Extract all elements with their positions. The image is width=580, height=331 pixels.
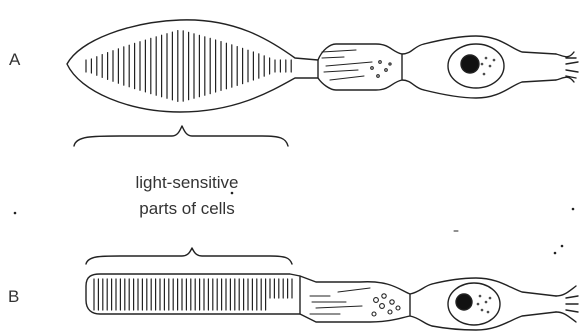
cell-a-disc-stack: [86, 31, 291, 102]
cell-a-nucleus: [461, 55, 479, 73]
cell-a-inner-segment: [318, 44, 402, 90]
cell-b-synaptic-terminal: [556, 286, 578, 322]
cell-b: [86, 274, 578, 330]
bracket-b: [86, 248, 292, 264]
cell-b-nucleus: [456, 294, 472, 310]
scan-specks: [14, 192, 574, 254]
cell-a-organelles: [322, 50, 391, 80]
cell-a-synaptic-terminal: [556, 52, 578, 82]
cell-b-inner-segment: [300, 276, 410, 322]
cell-b-outer-segment: [86, 274, 300, 314]
cell-a: [67, 20, 578, 112]
cell-b-organelles: [310, 288, 400, 316]
cell-b-cell-body: [432, 278, 556, 330]
cell-b-disc-stack: [94, 279, 292, 310]
bracket-a: [74, 126, 288, 146]
